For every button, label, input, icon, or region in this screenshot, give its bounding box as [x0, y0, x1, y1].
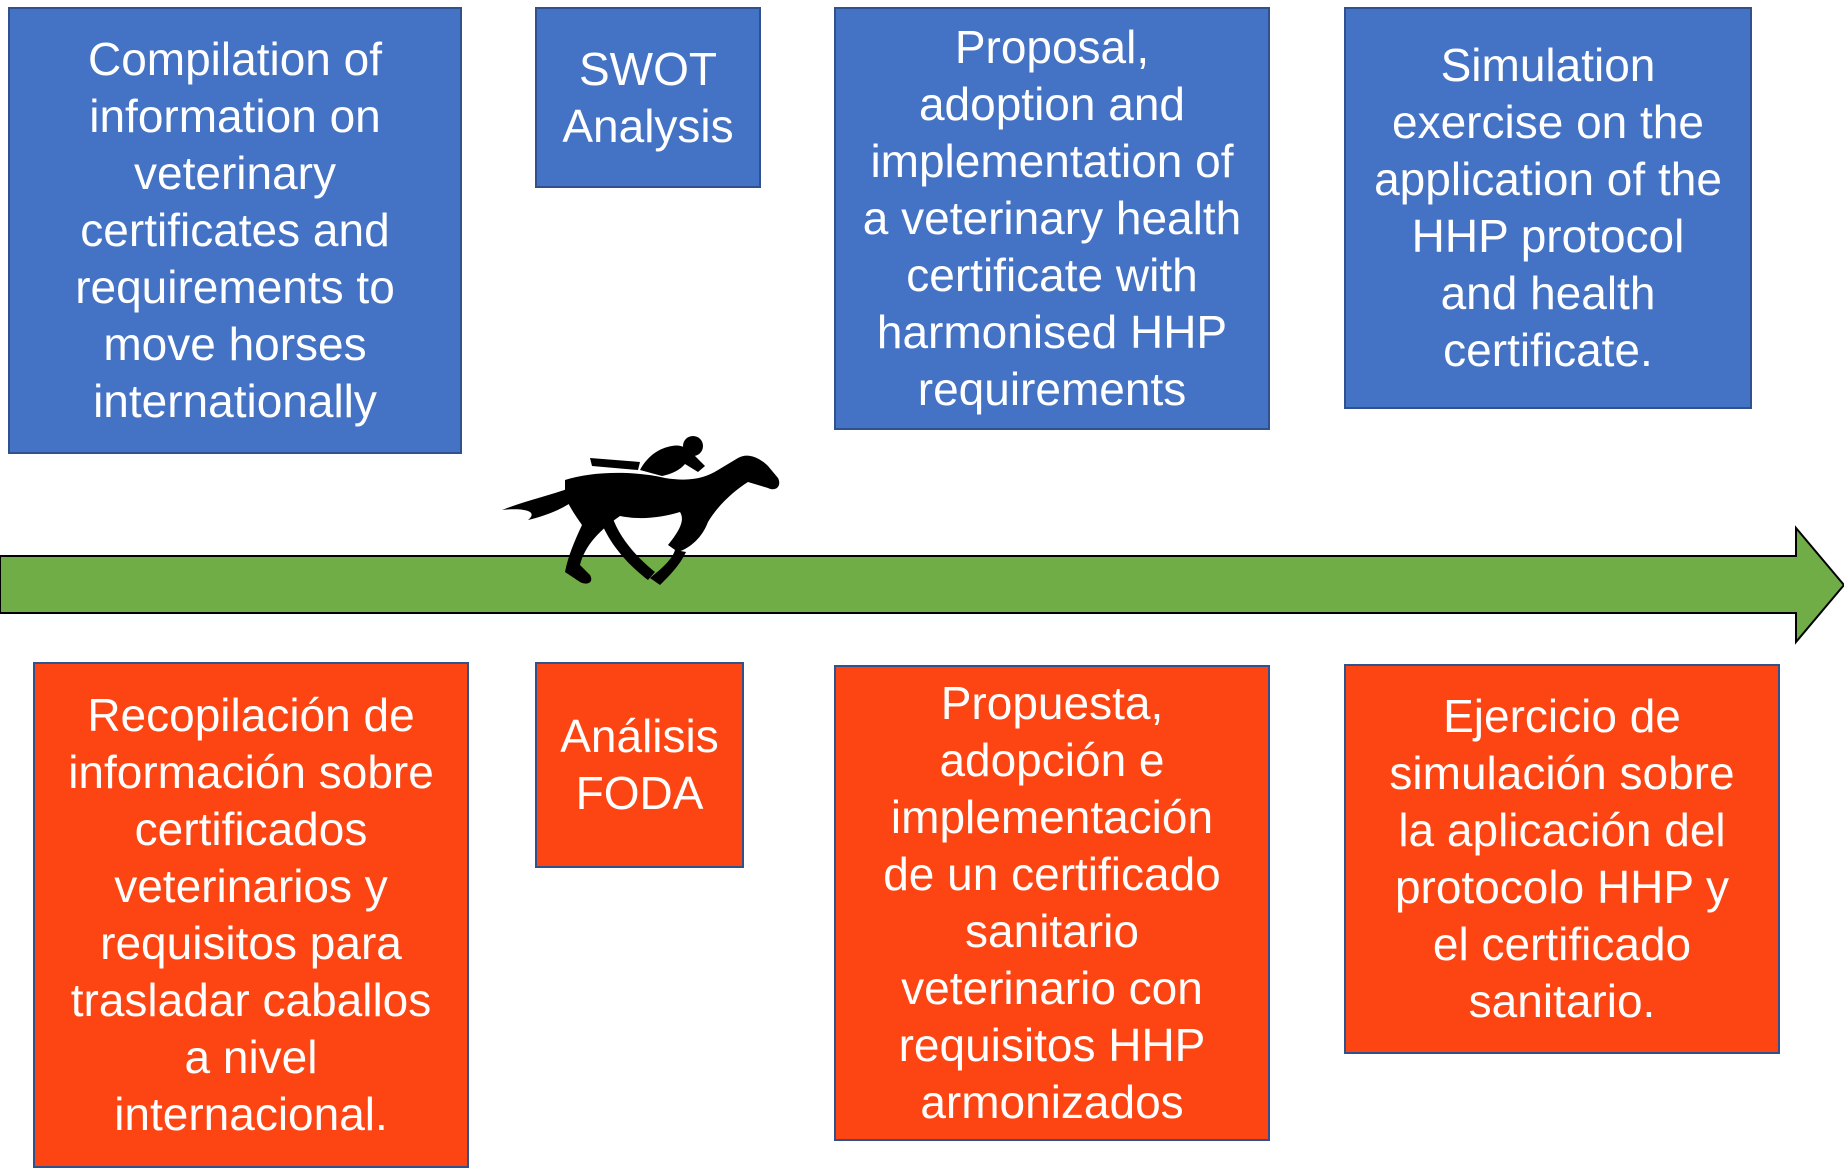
step-1-english-text: Compilation of information on veterinary… — [75, 33, 395, 427]
step-3-english-text: Proposal, adoption and implementation of… — [862, 21, 1242, 415]
step-2-english-text: SWOT Analysis — [562, 42, 734, 152]
step-4-spanish-box: Ejercicio de simulación sobre la aplicac… — [1344, 664, 1780, 1054]
step-3-english-box: Proposal, adoption and implementation of… — [834, 7, 1270, 430]
step-3-spanish-text: Propuesta, adopción e implementación de … — [883, 677, 1221, 1128]
step-2-english-box: SWOT Analysis — [535, 7, 761, 188]
timeline-arrow — [0, 525, 1844, 645]
horse-icon — [502, 436, 780, 585]
step-2-spanish-box: Análisis FODA — [535, 662, 744, 868]
step-4-spanish-text: Ejercicio de simulación sobre la aplicac… — [1389, 690, 1735, 1027]
step-3-spanish-box: Propuesta, adopción e implementación de … — [834, 665, 1270, 1141]
step-1-english-box: Compilation of information on veterinary… — [8, 7, 462, 454]
step-4-english-text: Simulation exercise on the application o… — [1374, 39, 1722, 376]
step-4-english-box: Simulation exercise on the application o… — [1344, 7, 1752, 409]
step-1-spanish-text: Recopilación de información sobre certif… — [68, 689, 434, 1140]
step-1-spanish-box: Recopilación de información sobre certif… — [33, 662, 469, 1168]
step-2-spanish-text: Análisis FODA — [560, 710, 719, 819]
